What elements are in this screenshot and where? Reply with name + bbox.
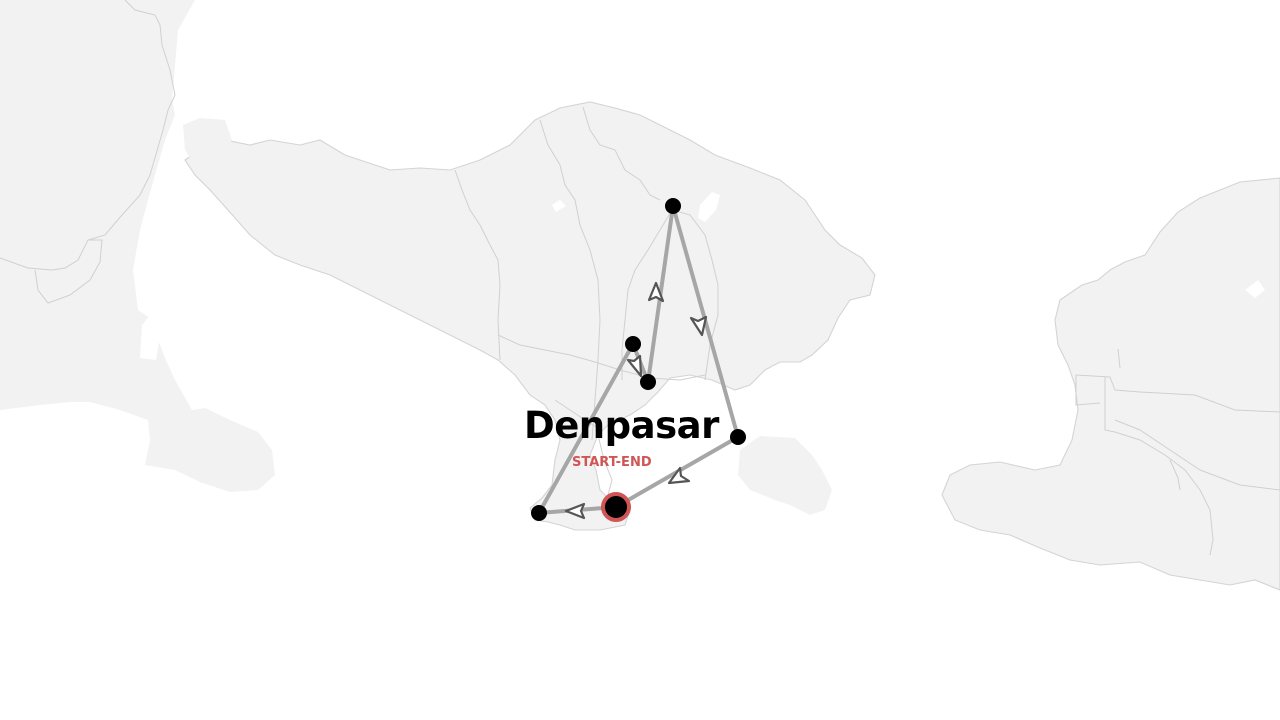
- route-stops: [531, 198, 746, 522]
- start-end-label: START-END: [572, 455, 652, 470]
- city-label: Denpasar: [524, 404, 719, 447]
- arrow-icon: [689, 315, 708, 337]
- arrow-icon: [667, 466, 691, 485]
- landmass-java: [0, 0, 275, 492]
- stop-marker-3[interactable]: [640, 374, 656, 390]
- stop-marker-1[interactable]: [531, 505, 547, 521]
- stop-marker-5[interactable]: [730, 429, 746, 445]
- arrow-icon: [647, 281, 665, 303]
- landmass-lombok: [941, 177, 1280, 591]
- direction-markers: [564, 281, 708, 520]
- arrow-icon: [564, 502, 586, 520]
- stop-marker-4[interactable]: [665, 198, 681, 214]
- start-end-marker[interactable]: [601, 492, 631, 522]
- stop-marker-2[interactable]: [625, 336, 641, 352]
- arrow-icon: [626, 354, 643, 378]
- landmass-bali: [183, 101, 876, 531]
